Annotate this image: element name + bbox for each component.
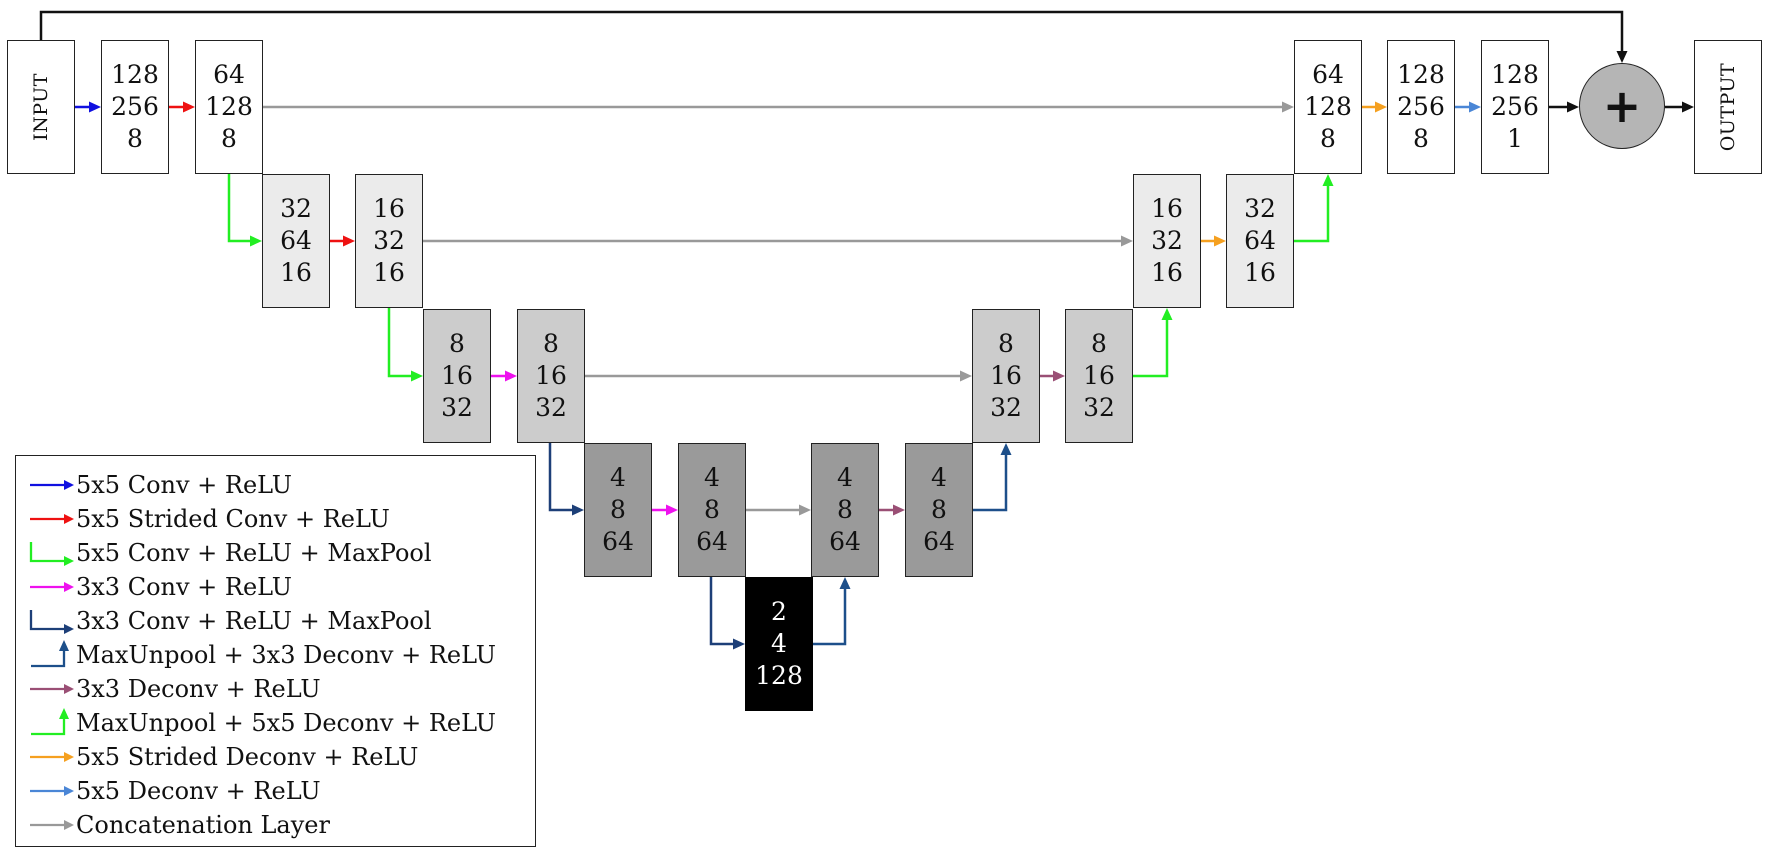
arrow-conv-maxpool-2 (387, 308, 423, 382)
arrow-right-icon (30, 786, 74, 796)
legend-label: 3x3 Conv + ReLU + MaxPool (76, 607, 432, 635)
arrow-deconv3-2 (1040, 370, 1065, 382)
output-label: OUTPUT (1717, 62, 1739, 152)
legend-item: MaxUnpool + 5x5 Deconv + ReLU (16, 706, 531, 740)
legend-item: MaxUnpool + 3x3 Deconv + ReLU (16, 638, 531, 672)
arrow-down-right-icon (29, 610, 74, 634)
arrow-concat-3 (585, 370, 972, 382)
arrow-residual-skip (39, 10, 1628, 63)
arrow-right-icon (30, 752, 74, 762)
arrow-strided-conv-2 (330, 235, 355, 247)
arrow-strided-deconv-1 (1201, 235, 1226, 247)
legend-label: 5x5 Conv + ReLU + MaxPool (76, 539, 432, 567)
input-block: INPUT (7, 40, 75, 174)
legend-item: 3x3 Deconv + ReLU (16, 672, 531, 706)
arrow-unpool-deconv5-1 (1133, 308, 1173, 378)
arrow-unpool-deconv5-2 (1294, 174, 1334, 243)
arrow-right-icon (30, 820, 74, 830)
arrow-conv3-2 (652, 504, 678, 516)
arrow-to-sum (1549, 101, 1579, 113)
legend-item: Concatenation Layer (16, 808, 531, 842)
input-label: INPUT (30, 73, 52, 141)
arrow-conv5 (75, 101, 101, 113)
arrow-concat-4 (746, 504, 811, 516)
legend-item: 5x5 Deconv + ReLU (16, 774, 531, 808)
legend-label: 5x5 Strided Deconv + ReLU (76, 743, 419, 771)
legend: 5x5 Conv + ReLU 5x5 Strided Conv + ReLU 5x… (15, 455, 536, 847)
legend-item: 3x3 Conv + ReLU (16, 570, 531, 604)
arrow-right-icon (30, 480, 74, 490)
arrow-strided-conv-1 (169, 101, 195, 113)
arrow-conv-maxpool-4 (709, 577, 745, 650)
arrow-to-output (1665, 101, 1694, 113)
arrow-up-right-icon (31, 640, 69, 668)
legend-item: 5x5 Strided Deconv + ReLU (16, 740, 531, 774)
output-block: OUTPUT (1694, 40, 1762, 174)
arrow-deconv5 (1455, 101, 1481, 113)
legend-label: 3x3 Deconv + ReLU (76, 675, 321, 703)
arrow-right-icon (30, 514, 74, 524)
legend-item: 5x5 Conv + ReLU + MaxPool (16, 536, 531, 570)
arrow-conv-maxpool-1 (227, 174, 262, 247)
sum-node: + (1579, 63, 1665, 149)
arrow-up-right-icon (31, 708, 69, 736)
legend-label: 3x3 Conv + ReLU (76, 573, 293, 601)
legend-label: 5x5 Deconv + ReLU (76, 777, 321, 805)
legend-label: Concatenation Layer (76, 811, 330, 839)
arrow-concat-2 (423, 235, 1133, 247)
arrow-strided-deconv-2 (1362, 101, 1387, 113)
arrow-concat-1 (263, 101, 1294, 113)
arrow-right-icon (30, 582, 74, 592)
arrow-conv3-1 (491, 370, 517, 382)
arrow-deconv3-1 (879, 504, 905, 516)
arrow-right-icon (30, 684, 74, 694)
plus-icon: + (1602, 79, 1642, 133)
legend-item: 5x5 Strided Conv + ReLU (16, 502, 531, 536)
arrow-unpool-deconv3-1 (813, 577, 851, 646)
arrow-conv-maxpool-3 (548, 443, 584, 516)
legend-label: MaxUnpool + 3x3 Deconv + ReLU (76, 641, 496, 669)
arrow-unpool-deconv3-2 (973, 443, 1012, 512)
legend-label: 5x5 Conv + ReLU (76, 471, 293, 499)
legend-label: MaxUnpool + 5x5 Deconv + ReLU (76, 709, 496, 737)
legend-item: 3x3 Conv + ReLU + MaxPool (16, 604, 531, 638)
arrow-down-right-icon (29, 542, 74, 566)
legend-label: 5x5 Strided Conv + ReLU (76, 505, 390, 533)
legend-item: 5x5 Conv + ReLU (16, 468, 531, 502)
